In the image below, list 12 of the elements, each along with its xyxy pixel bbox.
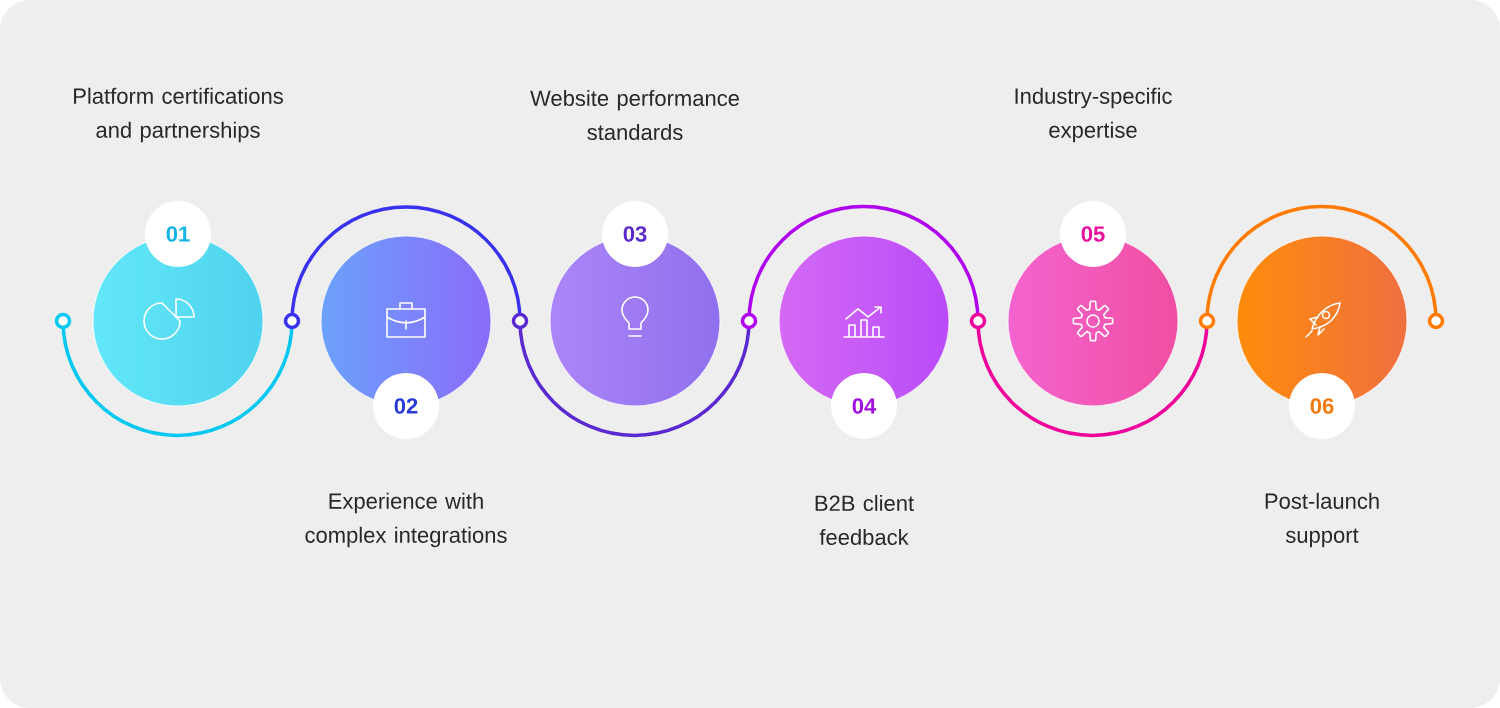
number-badge: 04 bbox=[831, 373, 897, 439]
step-label: Platform certifications and partnerships bbox=[74, 87, 283, 143]
step-label: Experience with complex integrations bbox=[305, 492, 507, 548]
number-badge: 05 bbox=[1060, 201, 1126, 267]
step-label: Post-launch support bbox=[1265, 492, 1379, 548]
step-label: B2B client feedback bbox=[815, 494, 914, 546]
number-badge: 06 bbox=[1289, 373, 1355, 439]
number-badge: 02 bbox=[373, 373, 439, 439]
step-label: Website performance standards bbox=[530, 89, 739, 141]
number-badge: 03 bbox=[602, 201, 668, 267]
step-label: Industry-specific expertise bbox=[1015, 87, 1172, 143]
number-badge: 01 bbox=[145, 201, 211, 267]
